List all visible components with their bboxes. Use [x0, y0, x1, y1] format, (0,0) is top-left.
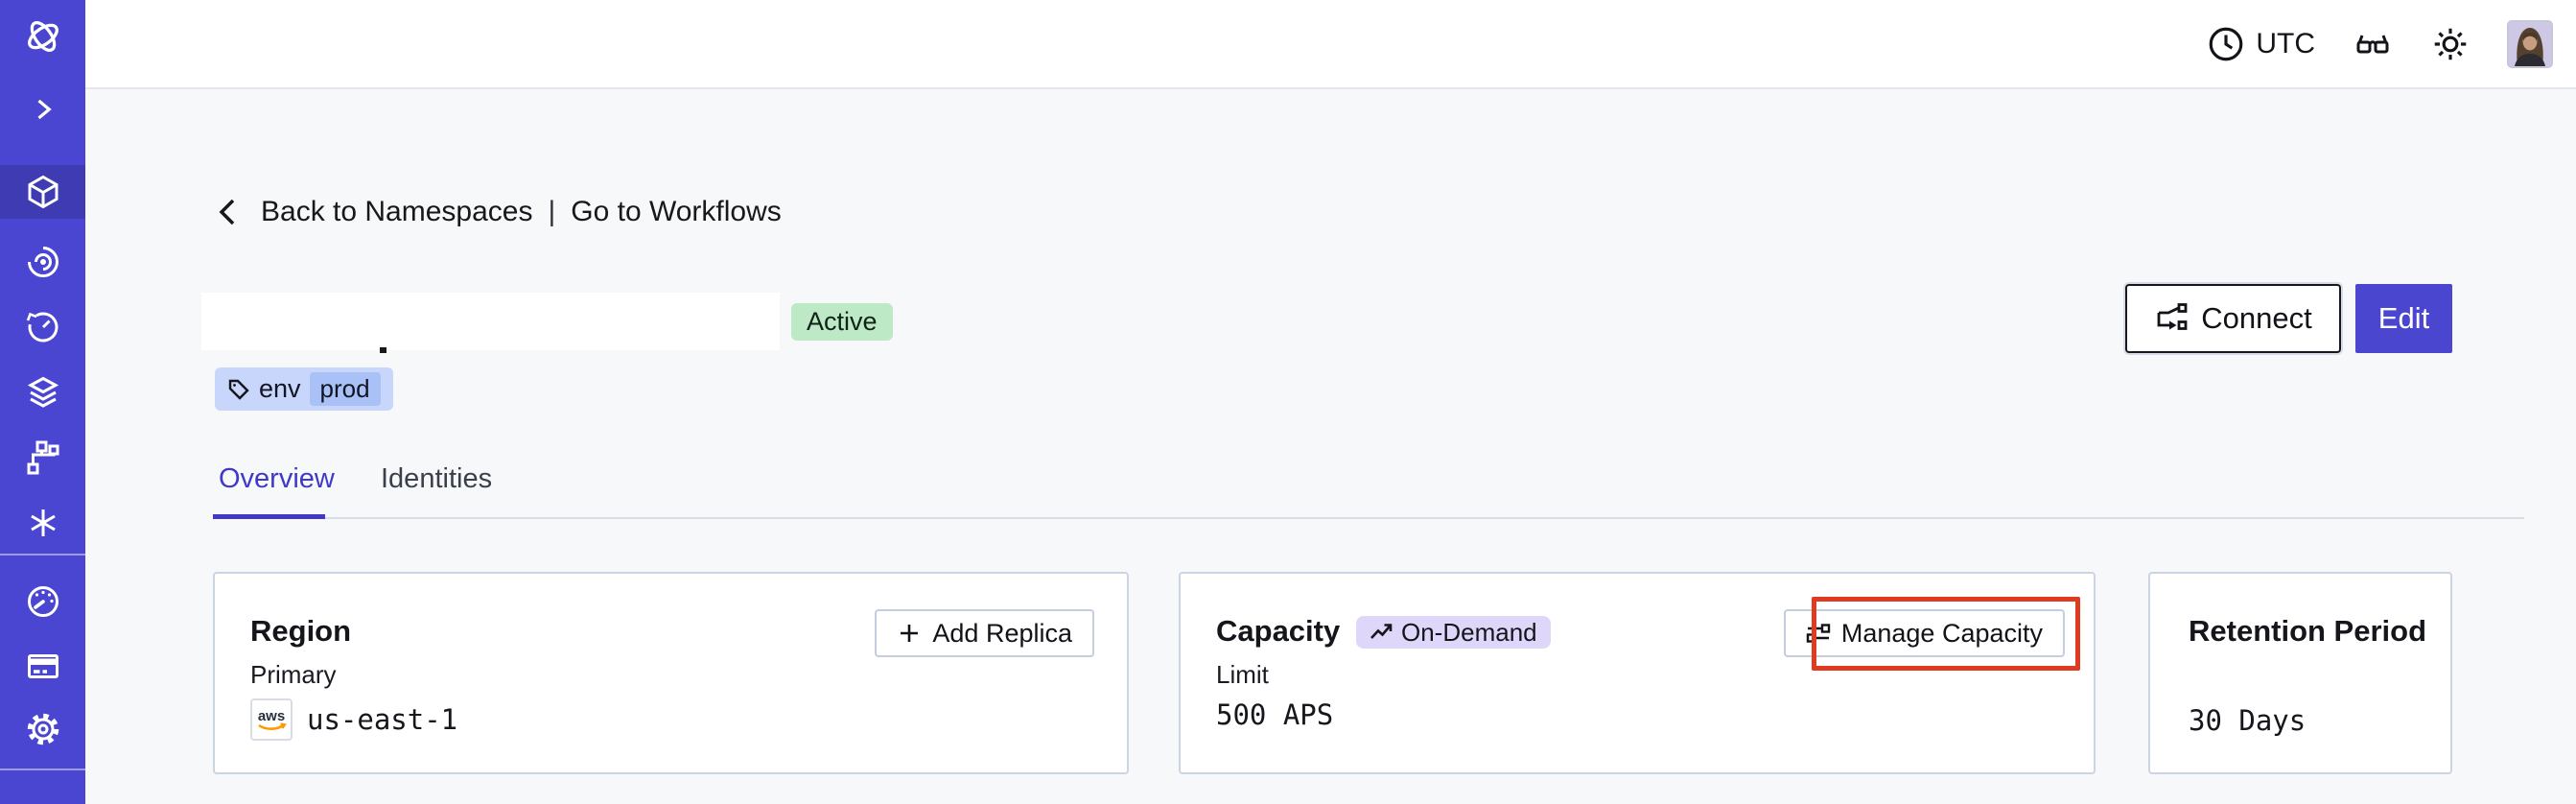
sidebar-divider	[0, 554, 85, 556]
svg-text:aws: aws	[258, 708, 285, 724]
tag-value: prod	[309, 372, 381, 406]
back-chevron-icon[interactable]	[213, 194, 246, 230]
add-replica-button[interactable]: Add Replica	[875, 609, 1094, 657]
clock-icon	[2206, 24, 2246, 64]
avatar[interactable]	[2507, 19, 2553, 68]
namespace-tag-chip[interactable]: env prod	[215, 367, 393, 411]
tag-key: env	[259, 374, 301, 403]
retention-card-title: Retention Period	[2189, 614, 2427, 648]
tab-identities[interactable]: Identities	[381, 463, 493, 494]
breadcrumb-separator: |	[548, 196, 556, 227]
limit-label: Limit	[1216, 660, 1269, 689]
sidebar-item-nexus[interactable]	[0, 429, 85, 486]
settings-adjust-icon	[1806, 621, 1831, 646]
sidebar-item-billing[interactable]	[0, 637, 85, 695]
region-card-title: Region	[250, 614, 352, 648]
connect-button[interactable]: Connect	[2125, 284, 2341, 353]
top-bar: UTC	[85, 0, 2576, 89]
sidebar-item-workflows[interactable]	[0, 233, 85, 291]
region-card: Region Add Replica Primary aws us-east-1	[213, 572, 1129, 774]
manage-capacity-label: Manage Capacity	[1840, 618, 2043, 648]
breadcrumb-workflows-link[interactable]: Go to Workflows	[571, 196, 782, 227]
trending-up-icon	[1370, 622, 1393, 643]
sidebar-item-support[interactable]	[0, 789, 85, 804]
retention-value: 30 Days	[2189, 704, 2307, 737]
tag-icon	[227, 378, 250, 401]
capacity-card: Capacity On-Demand Manage Capacity Limit…	[1179, 572, 2096, 774]
sidebar-item-batch-operations[interactable]	[0, 494, 85, 552]
glasses-icon[interactable]	[2352, 25, 2394, 63]
connect-icon	[2154, 301, 2189, 336]
breadcrumb: Back to Namespaces | Go to Workflows	[213, 194, 782, 230]
sidebar-item-settings[interactable]	[0, 700, 85, 758]
connect-label: Connect	[2201, 301, 2312, 335]
region-value-row: aws us-east-1	[250, 698, 457, 741]
add-replica-label: Add Replica	[932, 618, 1072, 648]
sidebar-nav	[0, 0, 85, 804]
active-tab-underline	[213, 514, 325, 519]
on-demand-badge: On-Demand	[1356, 616, 1551, 649]
tab-overview[interactable]: Overview	[219, 463, 335, 494]
status-badge: Active	[791, 303, 893, 341]
sidebar-item-usage[interactable]	[0, 573, 85, 630]
timezone-selector[interactable]: UTC	[2206, 24, 2315, 64]
edit-button[interactable]: Edit	[2355, 284, 2452, 353]
sidebar-item-schedules[interactable]	[0, 298, 85, 356]
sidebar-item-deployments[interactable]	[0, 364, 85, 421]
aws-logo: aws	[250, 698, 293, 741]
capacity-value: 500 APS	[1216, 698, 1334, 731]
plus-icon	[897, 621, 922, 646]
temporal-logo-icon[interactable]	[0, 8, 85, 65]
breadcrumb-back-link[interactable]: Back to Namespaces	[261, 196, 533, 227]
namespace-name-redacted	[201, 293, 780, 350]
sidebar-expand-icon[interactable]	[0, 81, 85, 138]
redaction-artifact	[380, 347, 386, 353]
region-value: us-east-1	[307, 703, 458, 736]
retention-card: Retention Period 30 Days	[2148, 572, 2452, 774]
on-demand-label: On-Demand	[1401, 617, 1537, 647]
timezone-label: UTC	[2256, 27, 2315, 59]
sidebar-divider	[0, 769, 85, 770]
primary-label: Primary	[250, 660, 337, 689]
sidebar-item-namespaces[interactable]	[0, 165, 85, 219]
sun-icon[interactable]	[2430, 24, 2471, 64]
manage-capacity-button[interactable]: Manage Capacity	[1783, 609, 2065, 657]
tab-bar-divider	[213, 517, 2524, 519]
capacity-card-title: Capacity	[1216, 614, 1341, 648]
